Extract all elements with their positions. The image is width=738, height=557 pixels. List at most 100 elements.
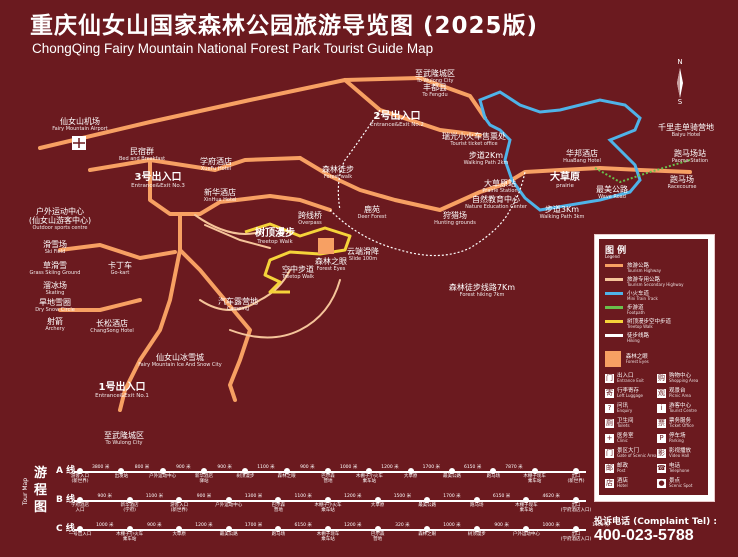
route-stop-label: 新华酒店 (学府) bbox=[120, 503, 139, 513]
route-distance: 1000 米 bbox=[542, 523, 560, 528]
route-distance: 900 米 bbox=[176, 465, 191, 470]
legend-swatch bbox=[605, 320, 623, 323]
route-stop-label: 大草原 bbox=[403, 474, 418, 479]
route-stop-label: 树顶漫步 bbox=[236, 474, 255, 479]
route-stop-dot bbox=[407, 468, 414, 474]
route-distance: 900 米 bbox=[300, 465, 315, 470]
legend-icon-label-en: Scenic Spot bbox=[669, 483, 693, 489]
route-stop-label: 出口 (学府酒店入口) bbox=[560, 532, 592, 542]
route-stop-label: 木棚子小火车 乘车站 bbox=[355, 474, 383, 484]
legend-icon-label-en: Post bbox=[617, 468, 626, 474]
legend-icon-label: 景点 bbox=[669, 478, 681, 484]
route-stop-dot bbox=[225, 526, 232, 532]
route-stop-label: 跑马场 bbox=[486, 474, 501, 479]
route-name: C 线 bbox=[56, 524, 75, 534]
route-stop-dot bbox=[283, 468, 290, 474]
legend-icon-label-en: Toilets bbox=[617, 423, 630, 429]
route-distance: 900 米 bbox=[147, 523, 162, 528]
compass-south: S bbox=[677, 98, 683, 106]
route-stop-dot bbox=[325, 526, 331, 532]
route-stop-label: 跑马场 bbox=[470, 503, 484, 508]
compass: N S bbox=[672, 58, 688, 106]
legend-swatch bbox=[605, 278, 623, 281]
legend-swatch bbox=[605, 264, 623, 267]
mini-train-track bbox=[478, 90, 642, 212]
legend-icon-label-en: Telephone bbox=[669, 468, 690, 474]
route-stop-dot bbox=[77, 468, 83, 474]
route-distance: 1200 米 bbox=[195, 523, 213, 528]
legend-glyph-icon: 购 bbox=[657, 373, 666, 383]
route-stop-dot bbox=[126, 497, 133, 503]
route-stop-label: 跑马场 bbox=[271, 532, 286, 537]
legend-swatch bbox=[605, 306, 623, 309]
route-stop-label: 出口 (学府酒店入口) bbox=[560, 503, 592, 513]
route-distance: 6150 米 bbox=[492, 494, 511, 499]
legend-icon-label: 购物中心 bbox=[669, 373, 692, 379]
route-distance: 1500 米 bbox=[393, 494, 412, 499]
hiking-trail-north bbox=[337, 109, 381, 211]
route-distance: 1100 米 bbox=[145, 494, 164, 499]
complaint-label: 投诉电话 (Complaint Tel) : bbox=[594, 517, 717, 527]
legend-icon-label: 出入口 bbox=[617, 373, 634, 379]
route-stop-dot bbox=[126, 526, 133, 532]
legend-icon-label: 影视播放 bbox=[669, 448, 692, 454]
route-stop-label: 木棚子小火车 乘车站 bbox=[314, 503, 342, 513]
route-stop-dot bbox=[531, 468, 538, 474]
legend-glyph-icon: ? bbox=[605, 403, 614, 413]
legend-icon-label: 票务服务 bbox=[669, 418, 692, 424]
legend-icon-label-en: Clinic bbox=[617, 438, 628, 444]
tour-map-title: 游程图 bbox=[34, 466, 48, 515]
label-outdoor-centre: 户外运动中心 (仙女山游客中心)Outdoor sports centre bbox=[28, 207, 92, 231]
legend-icon-label-en: Gate of Scenic Area bbox=[617, 453, 657, 459]
route-stop-label: 巴尔森 营地 bbox=[271, 503, 286, 513]
route-stop-dot bbox=[523, 497, 530, 503]
legend-icon-label-en: Hotel bbox=[617, 483, 628, 489]
route-distance: 6150 米 bbox=[294, 523, 312, 528]
route-stop-label: 出口 (新世界) bbox=[567, 474, 585, 484]
route-stop-dot bbox=[374, 526, 381, 532]
legend-glyph-icon: 票 bbox=[657, 418, 666, 428]
legend-icon-label: 行李寄存 bbox=[617, 388, 640, 394]
legend-icon-label-en: Enquiry bbox=[617, 408, 633, 414]
route-distance: 1300 米 bbox=[244, 494, 263, 499]
route-stop-label: 一号出入口 bbox=[68, 532, 92, 537]
legend-icon-label-en: Ticket Office bbox=[669, 423, 694, 429]
legend-icon-label: 卫生间 bbox=[617, 418, 634, 424]
route-stop-label: 户外运动中心 bbox=[149, 474, 177, 479]
route-stop-label: 户外运动中心 bbox=[215, 503, 243, 508]
route-distance: 1200 米 bbox=[344, 494, 362, 499]
legend-title: 图 例 bbox=[605, 246, 627, 256]
legend-glyph-icon: 寄 bbox=[605, 388, 614, 398]
complaint-phone[interactable]: 400-023-5788 bbox=[594, 527, 694, 544]
route-stop-label: 木棚子现车 乘车站 bbox=[515, 503, 538, 513]
compass-needle-icon bbox=[677, 68, 683, 98]
route-stop-dot bbox=[449, 468, 455, 474]
route-stop-dot bbox=[573, 468, 579, 474]
